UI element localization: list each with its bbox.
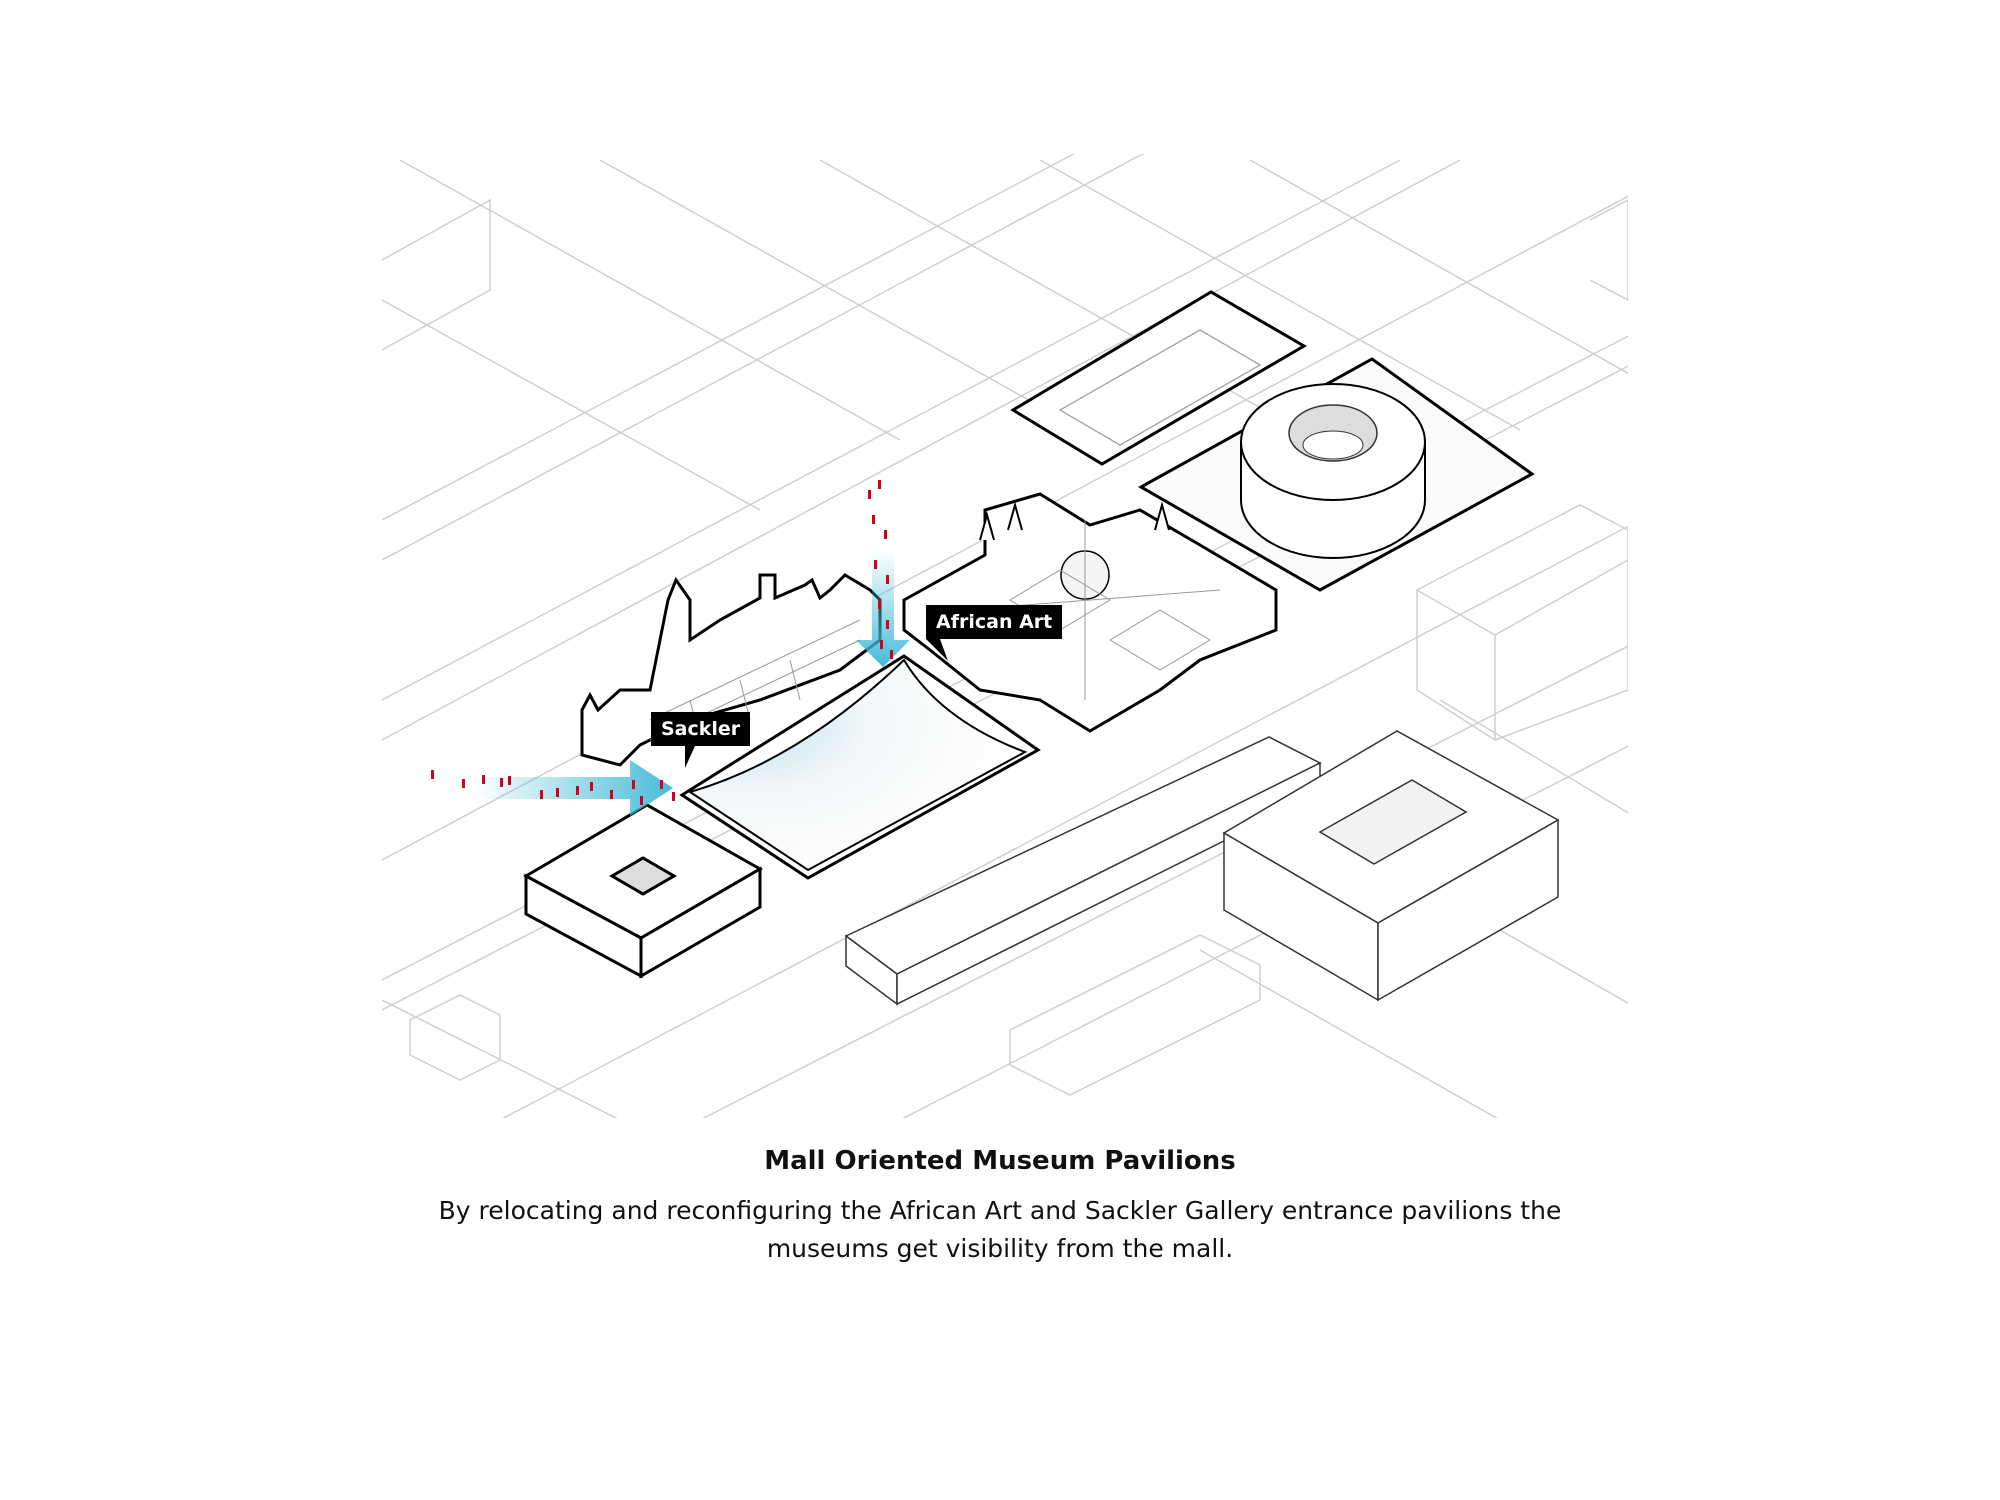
african-art-flow-arrow	[856, 551, 910, 667]
sackler-building	[522, 803, 764, 979]
caption-title: Mall Oriented Museum Pavilions	[764, 1146, 1236, 1176]
african-art-label: African Art	[926, 605, 1063, 639]
sackler-flow-arrow	[474, 760, 673, 816]
long-building	[844, 736, 1322, 1006]
pedestrians	[431, 480, 893, 805]
entrance-plaza	[679, 654, 1041, 880]
arts-industries-building	[1010, 290, 1307, 466]
courtyard-building	[1222, 730, 1560, 1002]
sackler-label: Sackler	[651, 712, 751, 768]
african-art-museum	[902, 492, 1278, 733]
caption-description: By relocating and reconfiguring the Afri…	[438, 1196, 1562, 1263]
hirshhorn-museum	[1137, 357, 1535, 592]
